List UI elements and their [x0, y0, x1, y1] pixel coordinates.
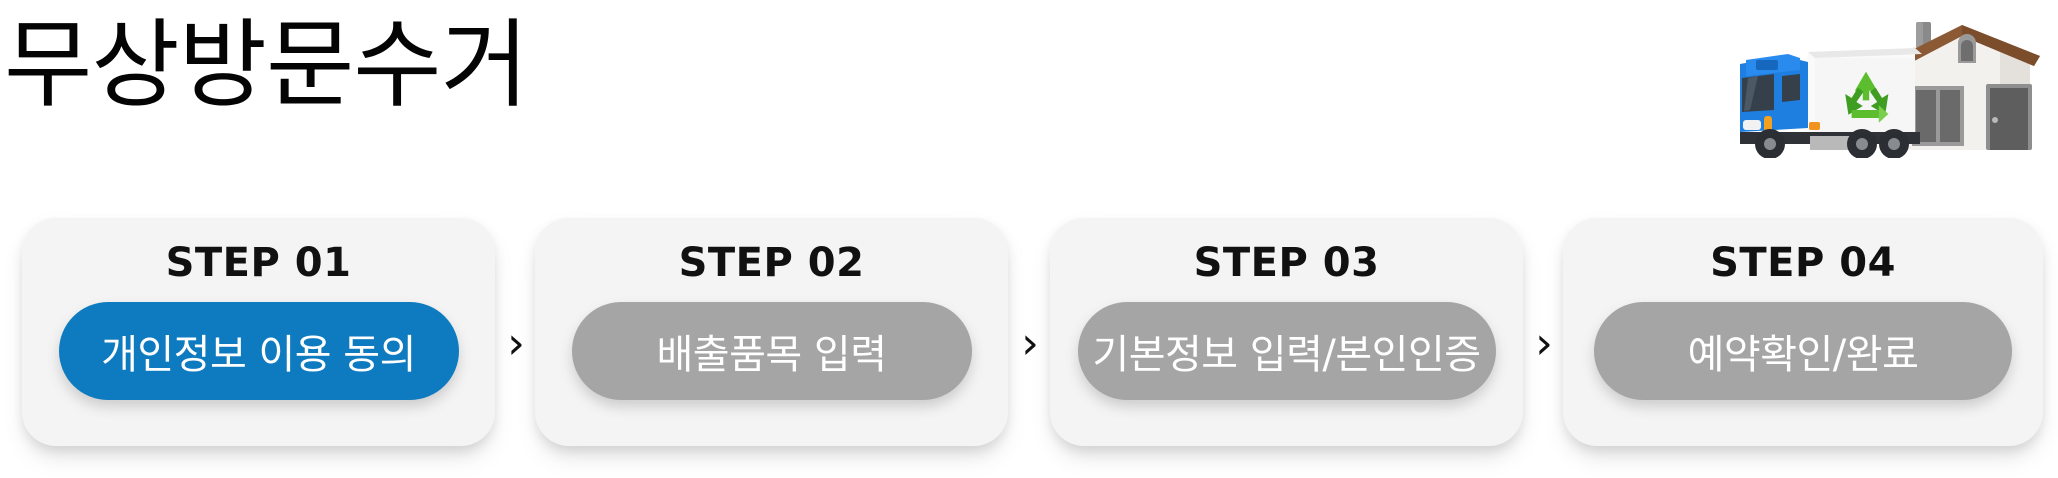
- house-graphic: [1892, 22, 2040, 150]
- step-action-button-4[interactable]: 예약확인/완료: [1594, 302, 2012, 400]
- chevron-right-icon-1: ›: [507, 318, 525, 369]
- step-action-button-3[interactable]: 기본정보 입력/본인인증: [1077, 302, 1496, 400]
- step-label-2: STEP 02: [678, 240, 865, 286]
- step-card-4[interactable]: STEP 04 예약확인/완료: [1563, 218, 2043, 446]
- recycling-truck-and-house-illustration: [1700, 8, 2058, 158]
- step-label-1: STEP 01: [165, 240, 352, 286]
- step-flow: STEP 01 개인정보 이용 동의 › STEP 02 배출품목 입력 › S…: [0, 218, 2058, 458]
- step-action-button-1[interactable]: 개인정보 이용 동의: [58, 302, 459, 400]
- recycling-truck-graphic: [1740, 48, 1922, 158]
- step-card-3[interactable]: STEP 03 기본정보 입력/본인인증: [1050, 218, 1523, 446]
- step-card-2[interactable]: STEP 02 배출품목 입력: [535, 218, 1008, 446]
- chevron-right-icon-2: ›: [1021, 318, 1039, 369]
- step-label-3: STEP 03: [1193, 240, 1380, 286]
- step-label-4: STEP 04: [1710, 240, 1896, 286]
- step-card-1[interactable]: STEP 01 개인정보 이용 동의: [22, 218, 495, 446]
- recycle-symbol: [1845, 71, 1889, 123]
- step-action-button-2[interactable]: 배출품목 입력: [571, 302, 972, 400]
- page-title: 무상방문수거: [4, 9, 529, 121]
- chevron-right-icon-3: ›: [1535, 318, 1553, 369]
